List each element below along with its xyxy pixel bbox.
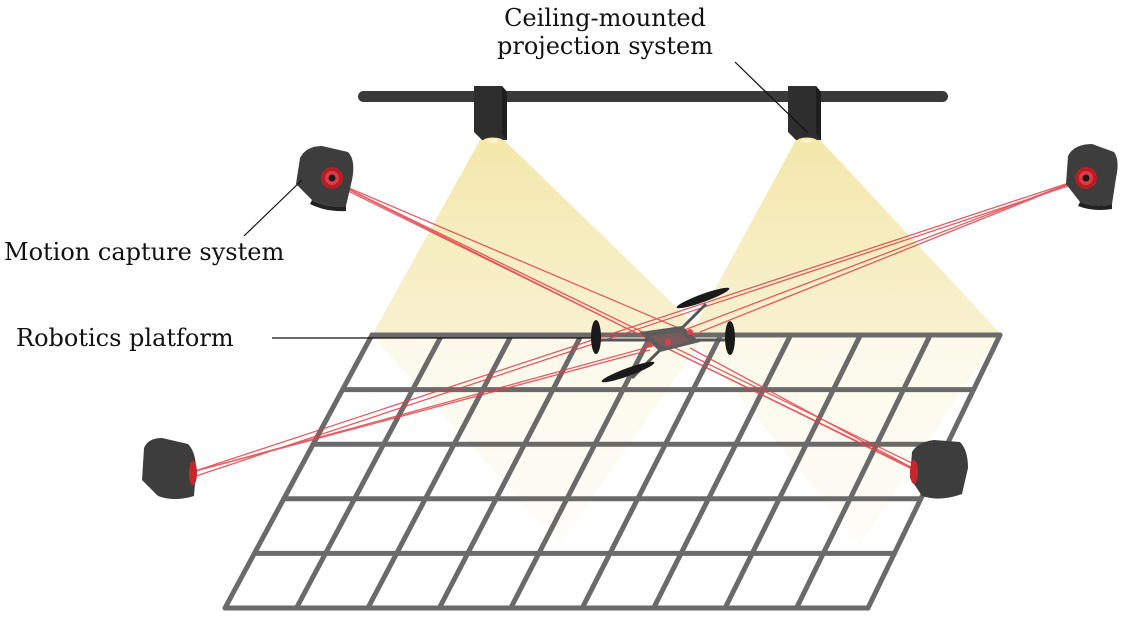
camera-top-right xyxy=(1066,144,1118,210)
grid-column-line xyxy=(579,332,724,611)
ray xyxy=(689,347,917,471)
floor-surface xyxy=(225,335,1000,608)
label-ceiling-line1: Ceiling-mounted xyxy=(504,4,706,32)
label-robotics-platform: Robotics platform xyxy=(16,324,234,352)
grid-column-line xyxy=(222,332,375,611)
floor-grid xyxy=(222,332,1003,611)
grid-column-line xyxy=(436,332,584,611)
ray xyxy=(649,339,917,471)
ray xyxy=(329,179,696,336)
label-ceiling-projection: Ceiling-mounted projection system xyxy=(470,4,740,60)
label-motion-capture: Motion capture system xyxy=(4,238,285,266)
ray xyxy=(644,177,1085,346)
tracking-rays xyxy=(191,177,1085,477)
leader-mocap xyxy=(243,179,303,237)
motion-capture-cameras xyxy=(142,144,1118,499)
grid-column-line xyxy=(365,332,515,611)
leader-lines xyxy=(243,61,809,339)
ray xyxy=(699,177,1085,333)
ceiling-projection-system xyxy=(358,86,948,145)
projector-left xyxy=(474,86,507,145)
camera-bottom-right xyxy=(910,440,968,499)
grid-column-line xyxy=(651,332,794,611)
grid-column-line xyxy=(508,332,654,611)
grid-column-line xyxy=(293,332,445,611)
camera-top-left xyxy=(296,146,354,212)
grid-column-line xyxy=(794,332,933,611)
ceiling-rail xyxy=(358,91,948,102)
ray xyxy=(191,332,701,473)
camera-bottom-left xyxy=(142,438,197,499)
label-ceiling-line2: projection system xyxy=(496,32,714,60)
quadrotor xyxy=(591,287,735,383)
leader-ceiling xyxy=(734,61,809,134)
grid-column-line xyxy=(722,332,863,611)
projector-right xyxy=(788,86,821,145)
ray xyxy=(195,181,1081,477)
ray xyxy=(191,177,1085,473)
